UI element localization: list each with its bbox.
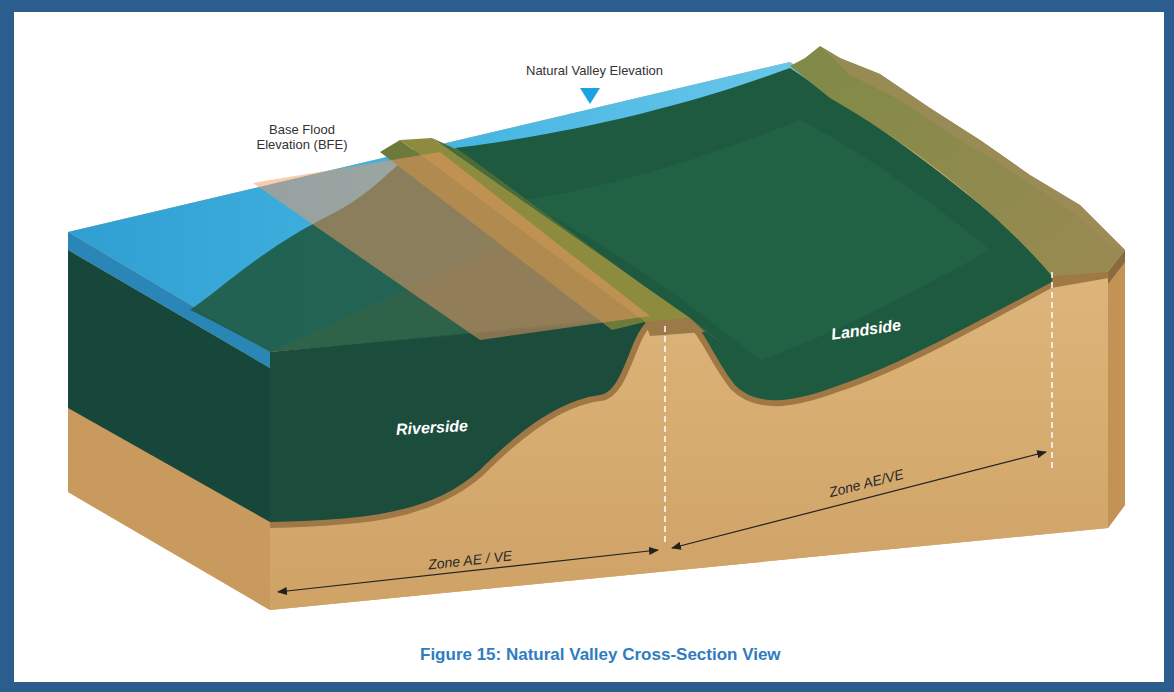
water-level-label: Natural Valley Elevation <box>526 64 663 79</box>
white-panel <box>14 12 1164 682</box>
dimension-arrow <box>672 452 1046 548</box>
hill <box>790 46 1125 276</box>
hill-ridge <box>820 46 1125 250</box>
figure-caption: Figure 15: Natural Valley Cross-Section … <box>420 645 781 665</box>
right-face <box>1108 250 1125 528</box>
levee-front-crown <box>645 318 705 336</box>
region-label: Riverside <box>396 417 469 439</box>
zone-limit-line <box>664 326 666 546</box>
bfe-plane <box>253 152 650 340</box>
bfe-label: Base Flood Elevation (BFE) <box>247 123 357 153</box>
water-level-marker <box>580 88 600 104</box>
zone-limit-line <box>1051 272 1053 468</box>
